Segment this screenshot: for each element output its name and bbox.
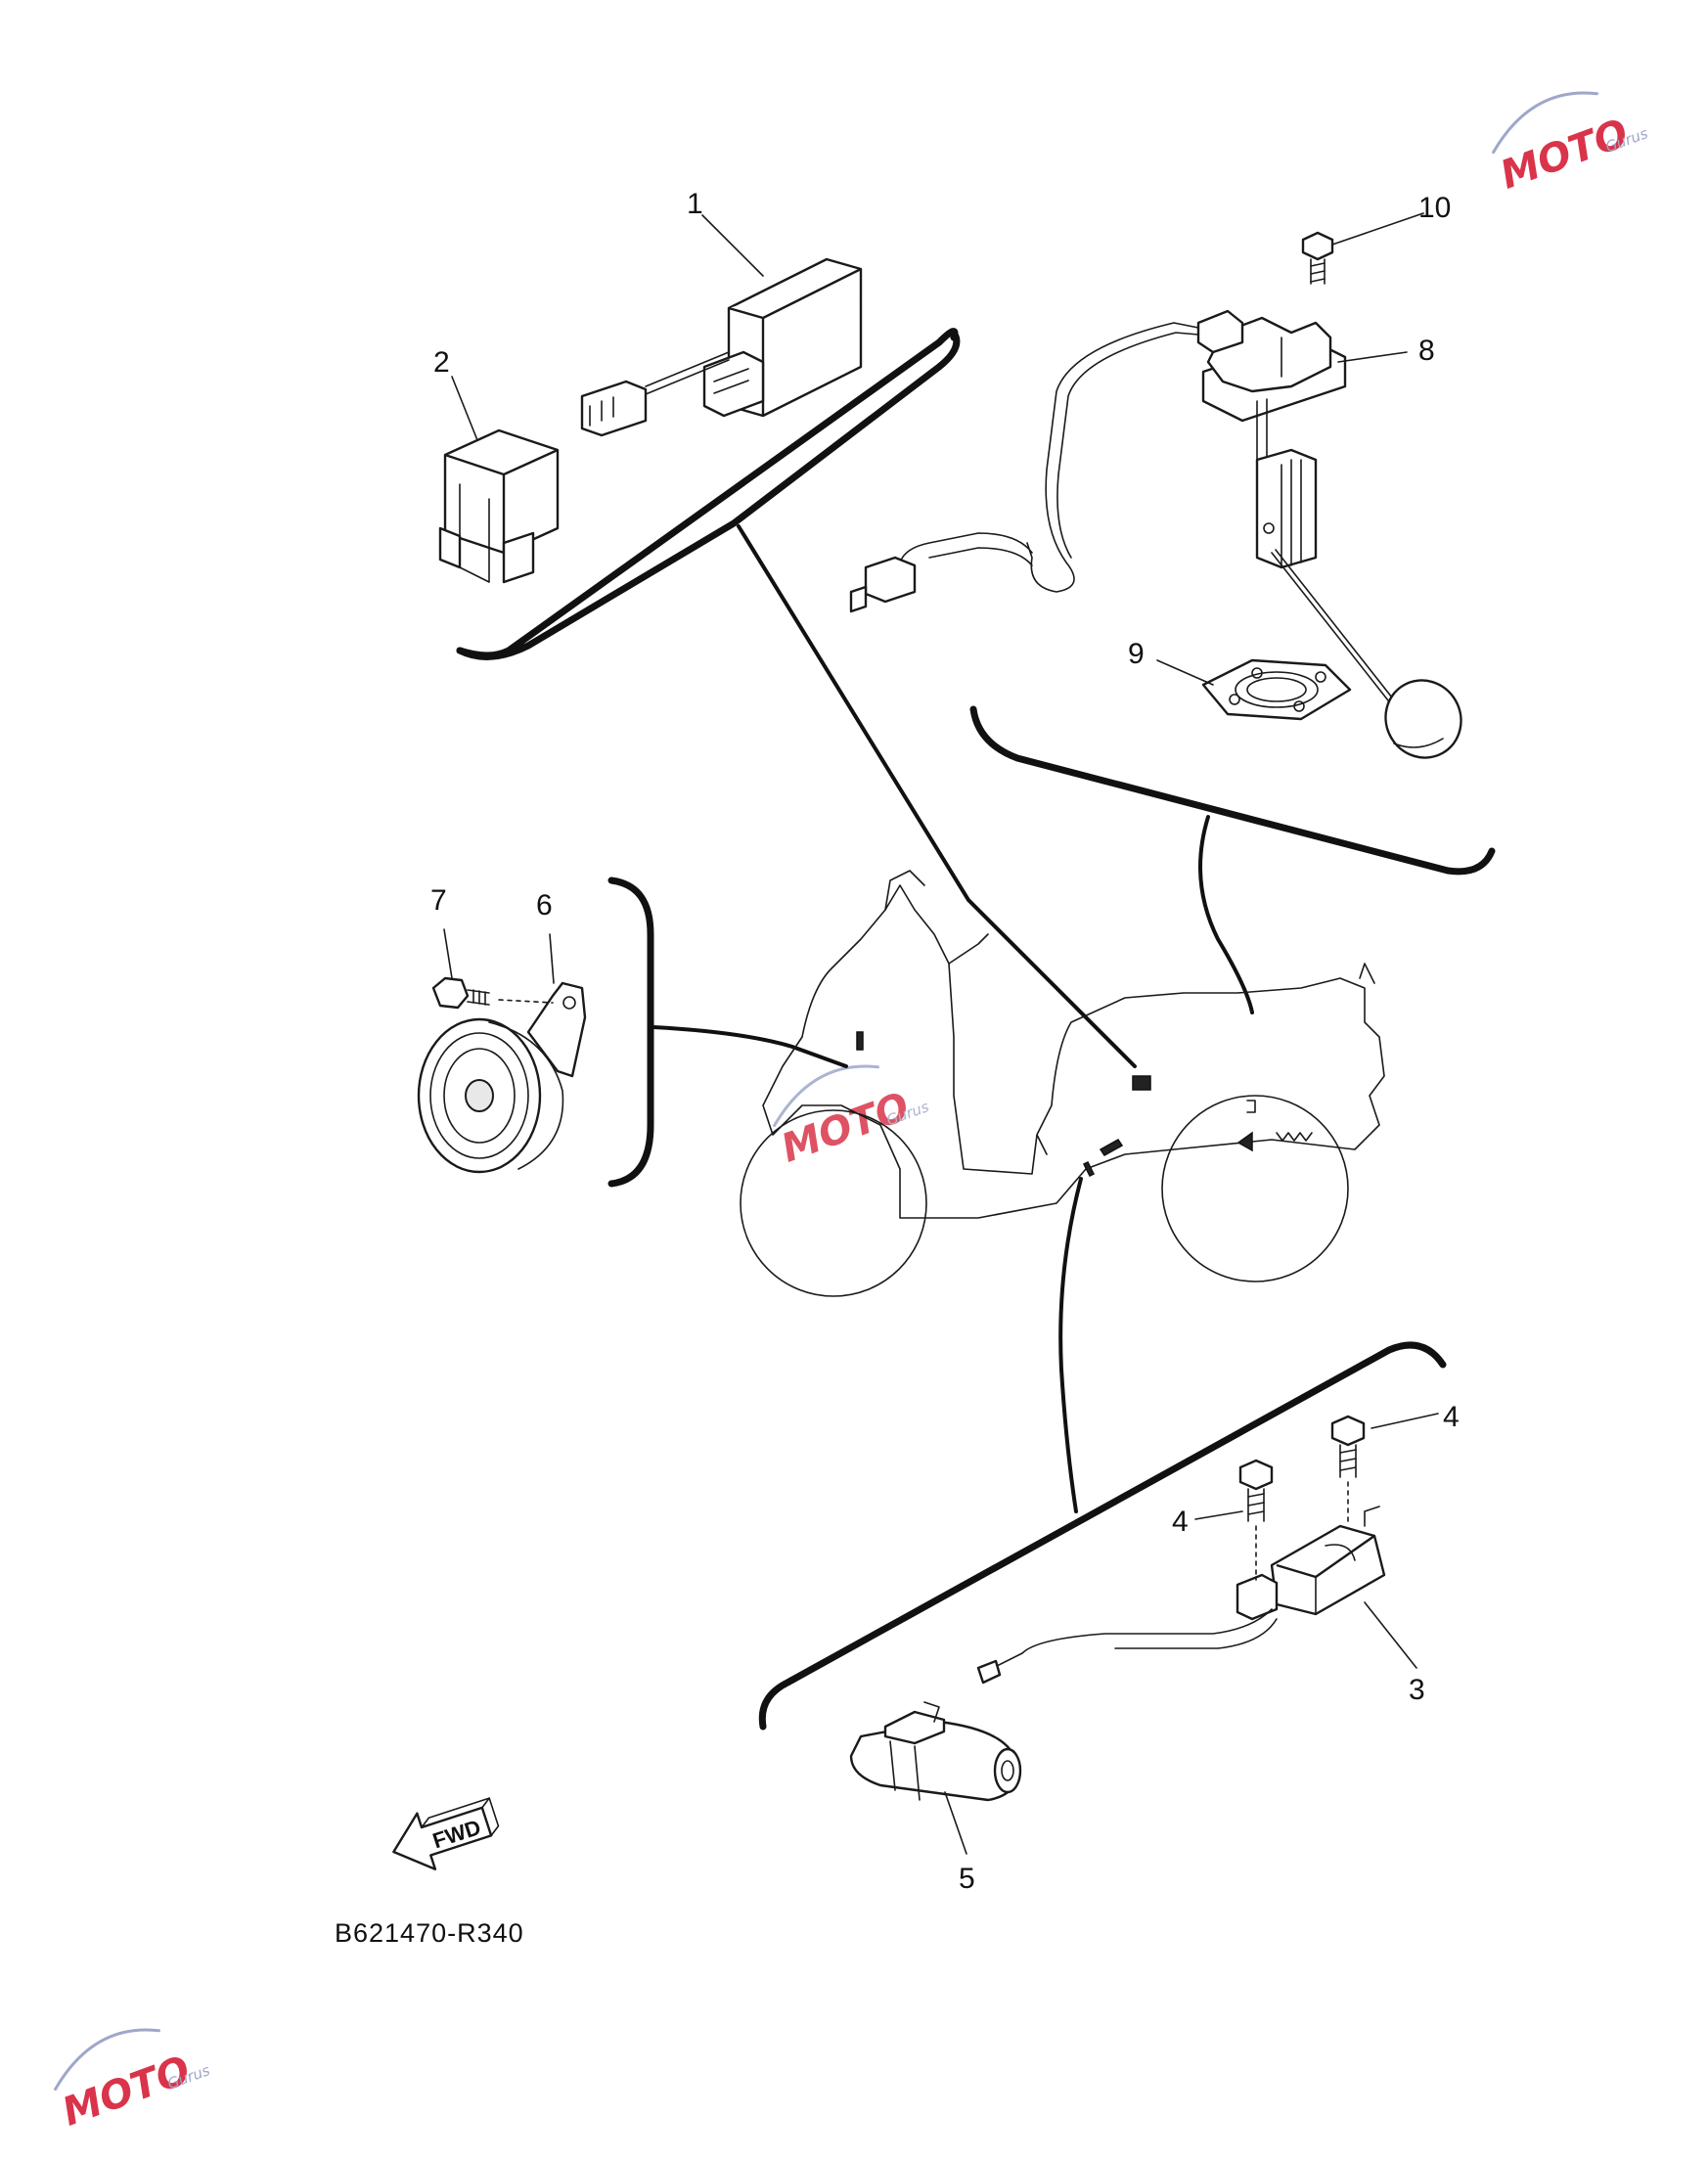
part-screw-10[interactable]: [1301, 231, 1334, 285]
leader-wire-horn: [652, 1025, 848, 1068]
part-ignition-coil[interactable]: [976, 1506, 1386, 1685]
callout-label-4a: 4: [1443, 1401, 1460, 1433]
part-screw-4b[interactable]: [1238, 1459, 1274, 1581]
part-spark-plug-cap[interactable]: [849, 1701, 1022, 1802]
bracket-horn-group: [607, 877, 654, 1188]
part-screw-4a[interactable]: [1330, 1415, 1366, 1527]
callout-leaders: [443, 212, 1439, 1855]
callout-label-2: 2: [433, 346, 450, 379]
bracket-top-left-curve: [456, 329, 961, 660]
callout-label-9: 9: [1128, 638, 1145, 670]
part-fuel-sender[interactable]: [849, 309, 1475, 772]
callout-label-7: 7: [430, 884, 447, 917]
part-gasket[interactable]: [1201, 658, 1352, 721]
callout-label-5: 5: [959, 1863, 975, 1895]
diagram-code: B621470-R340: [335, 1918, 524, 1948]
callout-label-6: 6: [536, 889, 553, 922]
part-relay-box[interactable]: [438, 428, 560, 584]
leader-wire-cdi: [737, 524, 1137, 1068]
callout-label-3: 3: [1409, 1674, 1425, 1706]
part-horn[interactable]: [417, 981, 587, 1174]
leader-wire-ignition: [1058, 1177, 1083, 1513]
callout-label-8: 8: [1418, 335, 1435, 367]
bracket-bottom-group: [758, 1341, 1447, 1731]
callout-label-10: 10: [1418, 192, 1451, 224]
leader-wire-fuel-sender: [1198, 815, 1254, 1014]
part-bolt-7[interactable]: [431, 976, 554, 1010]
callout-label-1: 1: [687, 188, 703, 220]
fwd-arrow-icon: FWD: [392, 1797, 500, 1870]
bracket-top-right-group: [969, 705, 1496, 876]
watermark-logo-bottom-left: MOTO Gurus: [54, 2028, 212, 2136]
watermark-logo-top-right: MOTO Gurus: [1492, 91, 1650, 199]
part-cdi-unit[interactable]: [580, 257, 863, 437]
callout-label-4b: 4: [1172, 1506, 1189, 1538]
scooter-outline: [740, 870, 1385, 1297]
